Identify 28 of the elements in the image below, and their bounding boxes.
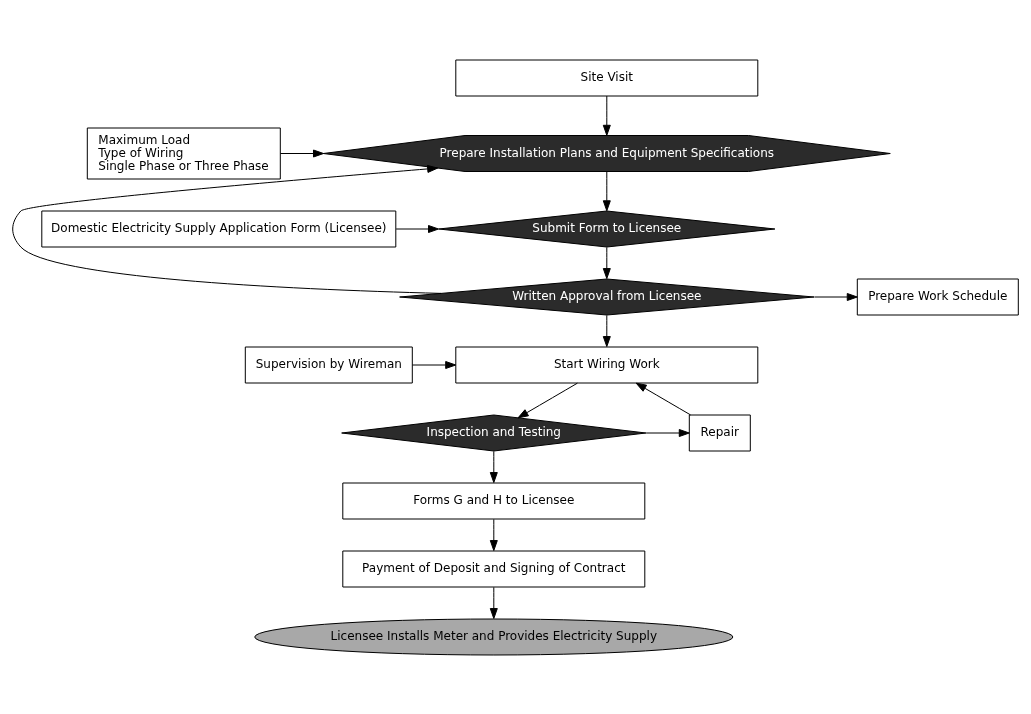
arrow (279, 149, 324, 157)
node-box: Prepare Work Schedule (856, 278, 1019, 315)
arrow (489, 450, 498, 483)
node-ellipse: Licensee Installs Meter and Provides Electricity Supply (254, 618, 734, 655)
node-box: Payment of Deposit and Signing of Contract (342, 550, 646, 587)
arrow (517, 382, 578, 418)
arrow (489, 586, 498, 619)
node-box: Forms G and H to Licensee (342, 482, 646, 519)
arrow (645, 428, 690, 437)
node-box: Repair (688, 414, 751, 451)
arrow (602, 246, 611, 279)
arrow (813, 292, 858, 301)
node-box: Supervision by Wireman (244, 346, 413, 383)
arrow (395, 224, 439, 233)
node-diamond: Written Approval from Licensee (399, 278, 815, 315)
node-box: Domestic Electricity Supply Application Form (Licensee) (41, 210, 397, 247)
arrow (602, 314, 611, 347)
arrow (411, 360, 457, 369)
arrow (602, 170, 611, 211)
node-box: Start Wiring Work (455, 346, 759, 383)
arrow (635, 382, 692, 415)
arrow (602, 95, 611, 136)
arrow (489, 518, 498, 551)
arrow (12, 164, 442, 294)
node-box: Site Visit (455, 59, 759, 96)
node-diamond: Submit Form to Licensee (438, 210, 776, 247)
node-diamond: Inspection and Testing (341, 414, 647, 451)
node-box: Maximum Load Type of Wiring Single Phase or Three Phase (86, 127, 281, 179)
